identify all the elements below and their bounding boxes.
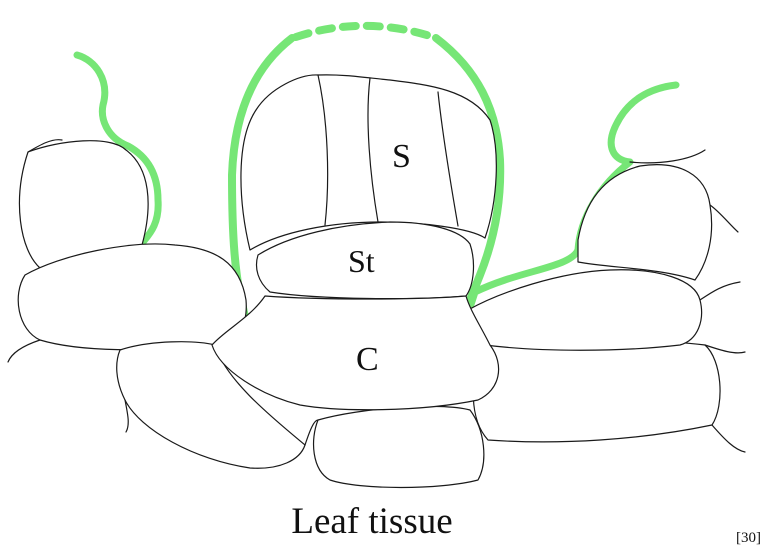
right-edge-mid: [699, 281, 741, 301]
label-center: C: [356, 341, 379, 378]
left-top-curve: [27, 139, 63, 153]
internal-lines: [7, 74, 746, 453]
cell-right-back: [577, 164, 713, 281]
left-bottom-tail: [124, 399, 129, 433]
diagram-caption: Leaf tissue: [291, 501, 453, 542]
label-spores: S: [392, 138, 411, 175]
right-membrane: [462, 81, 680, 324]
right-tail-bottom: [711, 424, 746, 453]
spore-division-3: [437, 91, 459, 227]
cell-bottom-center: [312, 405, 485, 489]
arch-right: [432, 34, 505, 304]
left-edge-line: [7, 339, 41, 363]
label-stalk: St: [348, 243, 375, 279]
reference-number: [30]: [736, 530, 761, 546]
spore-division-1: [317, 74, 329, 226]
cell-right-bottom: [472, 339, 721, 443]
right-tail-top: [704, 344, 746, 354]
cell-center: [211, 295, 500, 411]
arch-dashed-top: [292, 21, 440, 42]
right-upper-edge: [709, 204, 739, 233]
bottom-center-link: [304, 419, 319, 446]
right-top-curve: [629, 149, 706, 164]
spore-division-2: [367, 77, 379, 223]
cell-stalk: [255, 221, 475, 300]
